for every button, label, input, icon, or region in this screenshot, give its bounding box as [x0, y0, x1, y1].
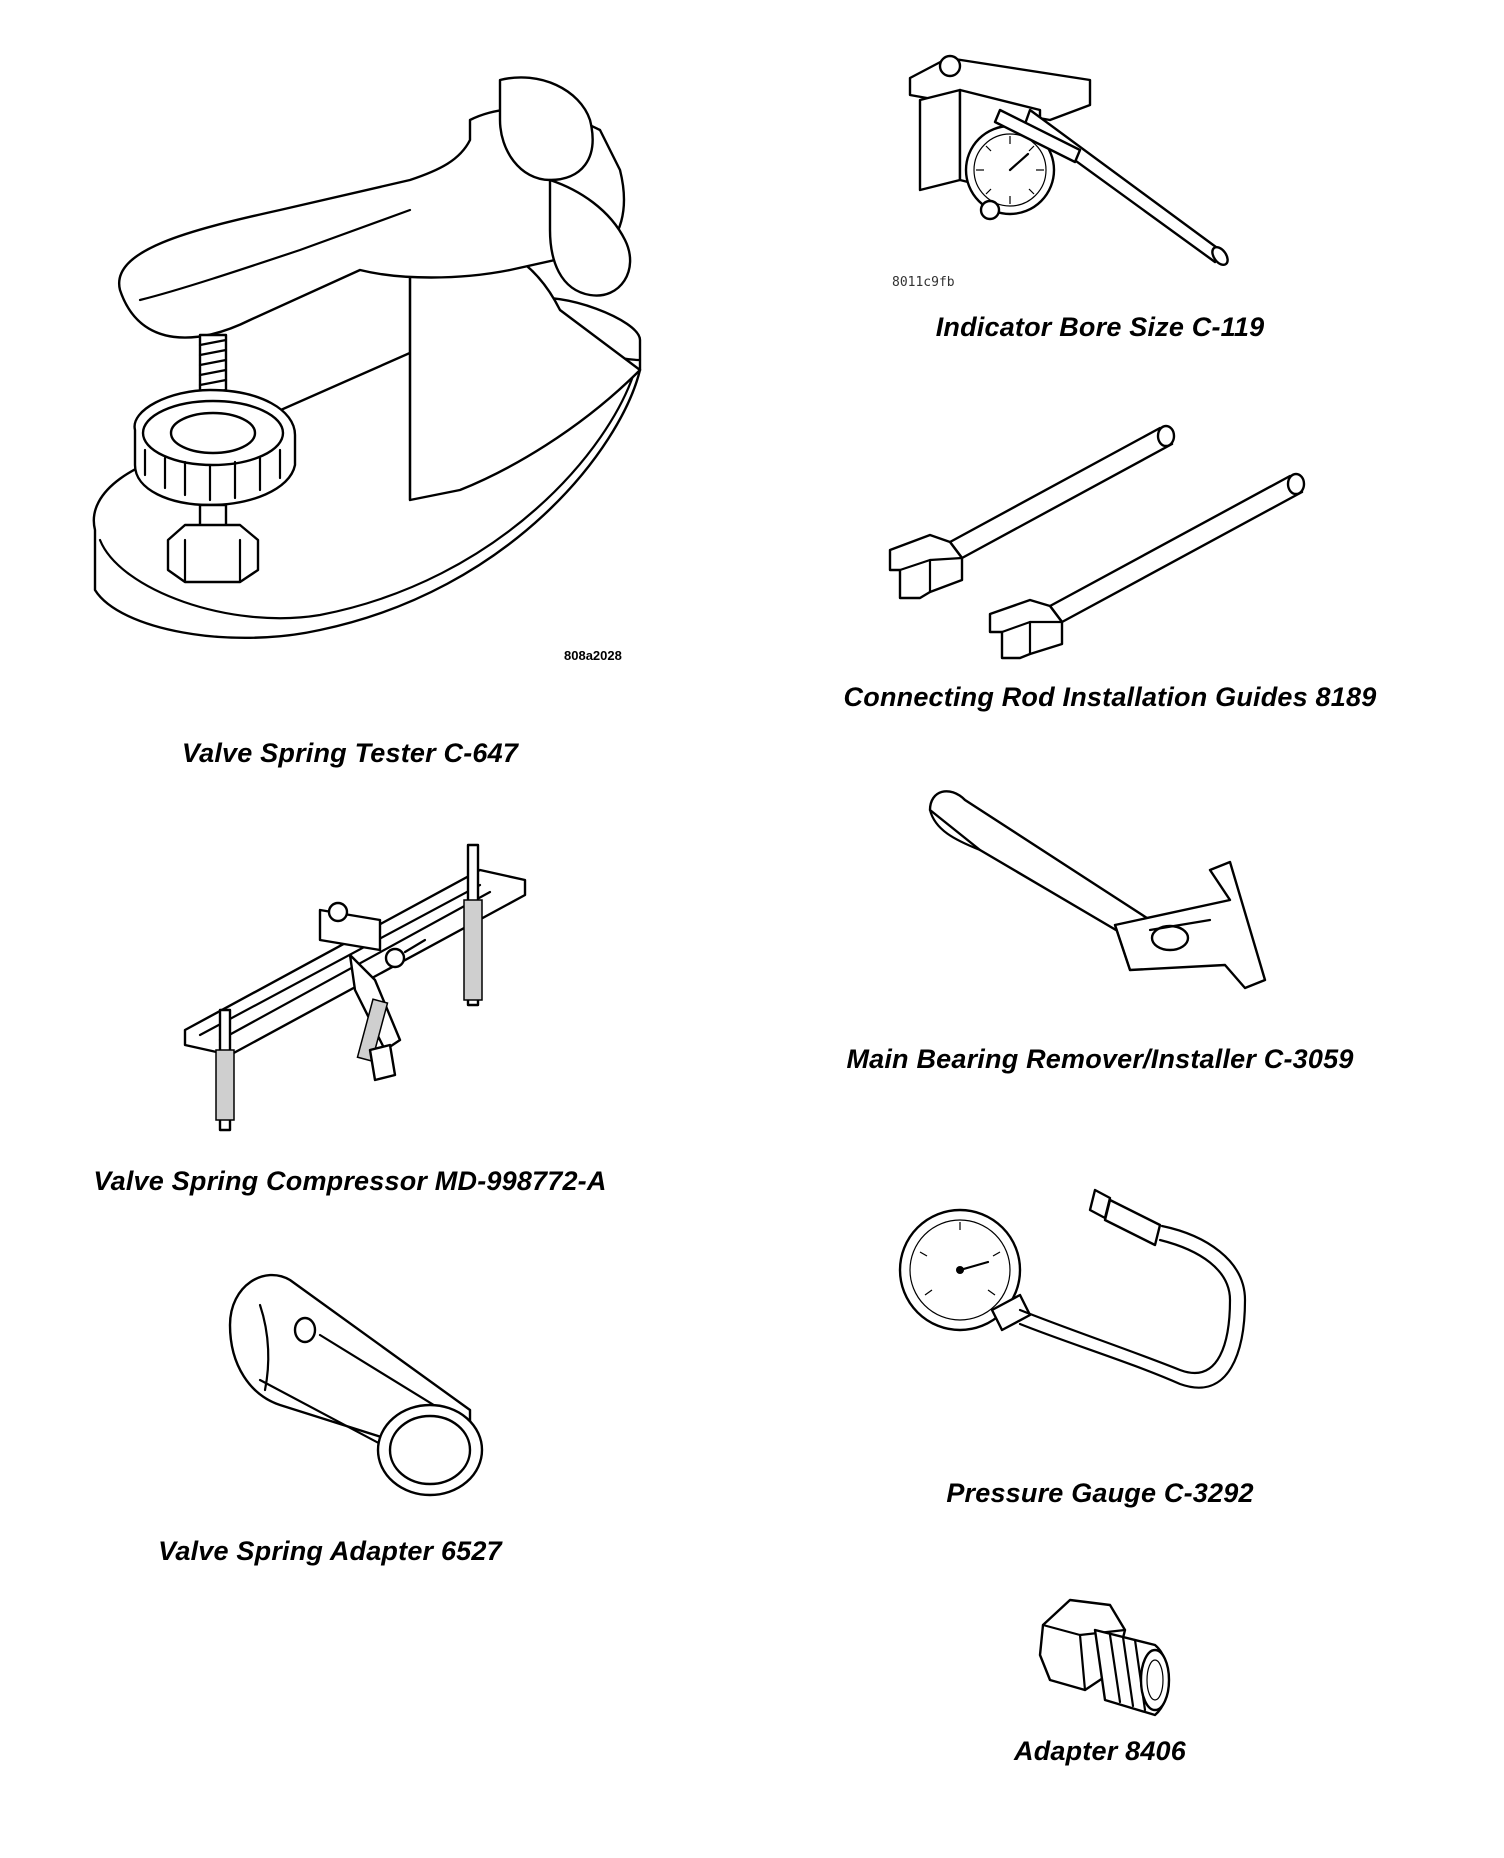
pressure-gauge-illustration	[898, 1188, 1247, 1389]
part-code: 808a2028	[564, 648, 622, 663]
part-code: 8011c9fb	[892, 275, 955, 290]
adapter-fitting-illustration	[1038, 1598, 1171, 1717]
connecting-rod-guides-figure	[888, 420, 1310, 660]
main-bearing-remover-illustration	[928, 790, 1267, 990]
caption-valve-spring-tester: Valve Spring Tester C-647	[181, 738, 519, 768]
caption-valve-spring-compressor: Valve Spring Compressor MD-998772-A	[93, 1166, 607, 1196]
caption-indicator-bore-size: Indicator Bore Size C-119	[935, 312, 1265, 342]
valve-spring-tester-illustration	[92, 76, 642, 640]
valve-spring-adapter-figure	[220, 1265, 490, 1515]
valve-spring-compressor-figure	[180, 840, 540, 1140]
caption-valve-spring-adapter: Valve Spring Adapter 6527	[158, 1536, 502, 1566]
indicator-bore-size-figure: 8011c9fb	[890, 50, 1330, 290]
adapter-fitting-figure	[1035, 1590, 1175, 1720]
connecting-rod-guides-illustration	[888, 424, 1306, 660]
indicator-bore-size-illustration	[908, 54, 1229, 267]
valve-spring-compressor-illustration	[183, 843, 527, 1132]
valve-spring-adapter-illustration	[228, 1273, 484, 1497]
caption-pressure-gauge: Pressure Gauge C-3292	[946, 1478, 1254, 1508]
pressure-gauge-figure	[898, 1188, 1300, 1420]
main-bearing-remover-figure	[920, 790, 1280, 1020]
caption-adapter: Adapter 8406	[1014, 1736, 1186, 1766]
valve-spring-tester-figure: 808a2028	[80, 70, 660, 670]
caption-connecting-rod-guides: Connecting Rod Installation Guides 8189	[843, 682, 1377, 712]
caption-main-bearing-remover: Main Bearing Remover/Installer C-3059	[846, 1044, 1354, 1074]
